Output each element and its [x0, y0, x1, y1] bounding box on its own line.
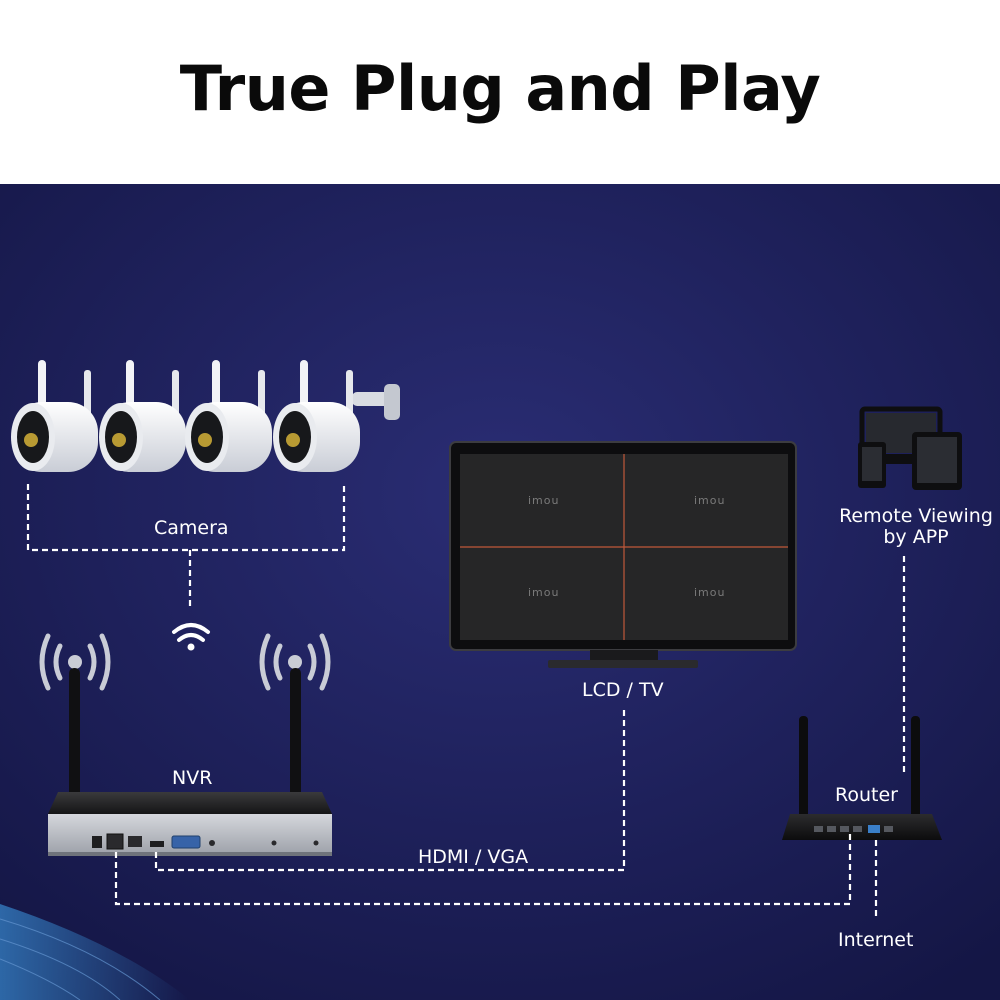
nvr-tv-cable: [154, 706, 626, 872]
diagram-canvas: [0, 184, 1000, 1000]
remote-viewing-label-line2: by APP: [883, 526, 949, 548]
camera-unit: [99, 360, 186, 472]
lcd-tv-label: LCD / TV: [582, 679, 664, 701]
diagram-panel: imou imou imou imou Camera LCD / TV Remo…: [0, 184, 1000, 1000]
camera-unit: [185, 360, 272, 472]
decorative-grid-floor: [0, 904, 190, 1000]
camera-label: Camera: [154, 517, 229, 539]
wifi-signal-icon: [259, 633, 331, 691]
screen-watermark: imou: [694, 586, 726, 599]
lcd-tv-device: [449, 441, 797, 668]
router-device: [782, 716, 942, 840]
nvr-router-cable: [114, 834, 852, 906]
header: True Plug and Play: [0, 0, 1000, 184]
nvr-antenna: [69, 668, 80, 832]
remote-viewing-label-line1: Remote Viewing: [839, 505, 993, 527]
page-title: True Plug and Play: [179, 52, 821, 125]
internet-label: Internet: [838, 929, 914, 951]
camera-bracket-line: [26, 484, 346, 552]
camera-unit: [273, 360, 360, 472]
nvr-antenna: [290, 668, 301, 824]
camera-wall-mount: [352, 384, 400, 420]
hdmi-vga-label: HDMI / VGA: [418, 846, 529, 868]
screen-watermark: imou: [528, 586, 560, 599]
connection-lines: [114, 556, 906, 920]
router-label: Router: [835, 784, 898, 806]
screen-watermark: imou: [528, 494, 560, 507]
camera-unit: [11, 360, 98, 472]
screen-watermark: imou: [694, 494, 726, 507]
broadcast-waves-icon: [172, 623, 210, 651]
nvr-device: [39, 633, 332, 856]
nvr-label: NVR: [172, 767, 213, 789]
phone-tablet-icon: [858, 406, 962, 490]
wifi-signal-icon: [39, 633, 111, 691]
camera-group: [11, 360, 400, 472]
